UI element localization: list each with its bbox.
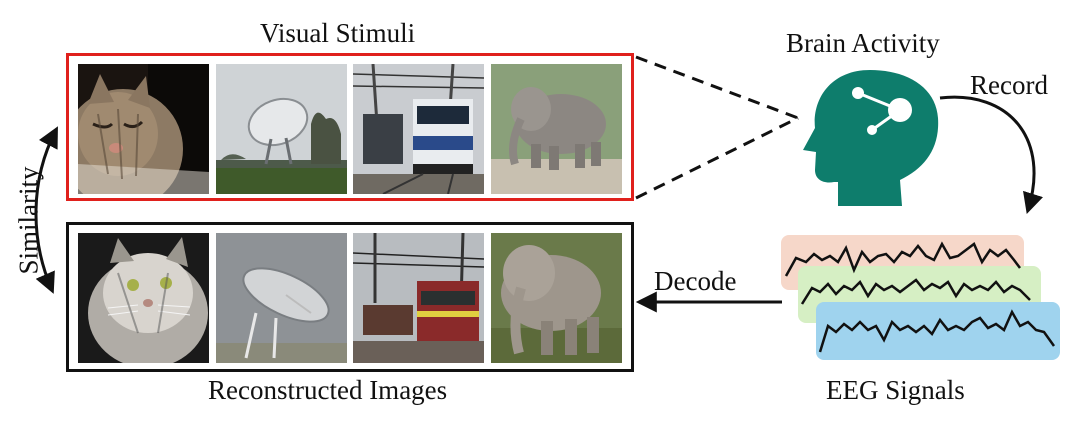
- reconstructed-cat-image: [78, 233, 209, 363]
- dashed-connector-bottom: [635, 116, 799, 200]
- stimulus-cat-image: [78, 64, 209, 194]
- decode-label: Decode: [654, 266, 737, 296]
- brain-activity-label: Brain Activity: [786, 28, 940, 58]
- stimulus-radio-telescope-image: [216, 64, 347, 194]
- visual-stimuli-label: Visual Stimuli: [260, 18, 416, 48]
- reconstructed-images-frame: [66, 222, 634, 372]
- dashed-connector-top: [635, 55, 799, 120]
- record-label: Record: [970, 70, 1048, 100]
- brain-head-icon: [803, 70, 939, 206]
- reconstructed-images-label: Reconstructed Images: [208, 375, 448, 405]
- eeg-signals-icon: [781, 235, 1060, 360]
- similarity-label: Similarity: [13, 166, 44, 275]
- record-arrow: [939, 95, 1044, 215]
- eeg-signals-label: EEG Signals: [826, 375, 965, 405]
- reconstructed-train-image: [353, 233, 484, 363]
- reconstructed-elephant-image: [491, 233, 622, 363]
- stimulus-elephant-image: [491, 64, 622, 194]
- stimulus-train-image: [353, 64, 484, 194]
- visual-stimuli-frame: [66, 53, 634, 201]
- reconstructed-satellite-dish-image: [216, 233, 347, 363]
